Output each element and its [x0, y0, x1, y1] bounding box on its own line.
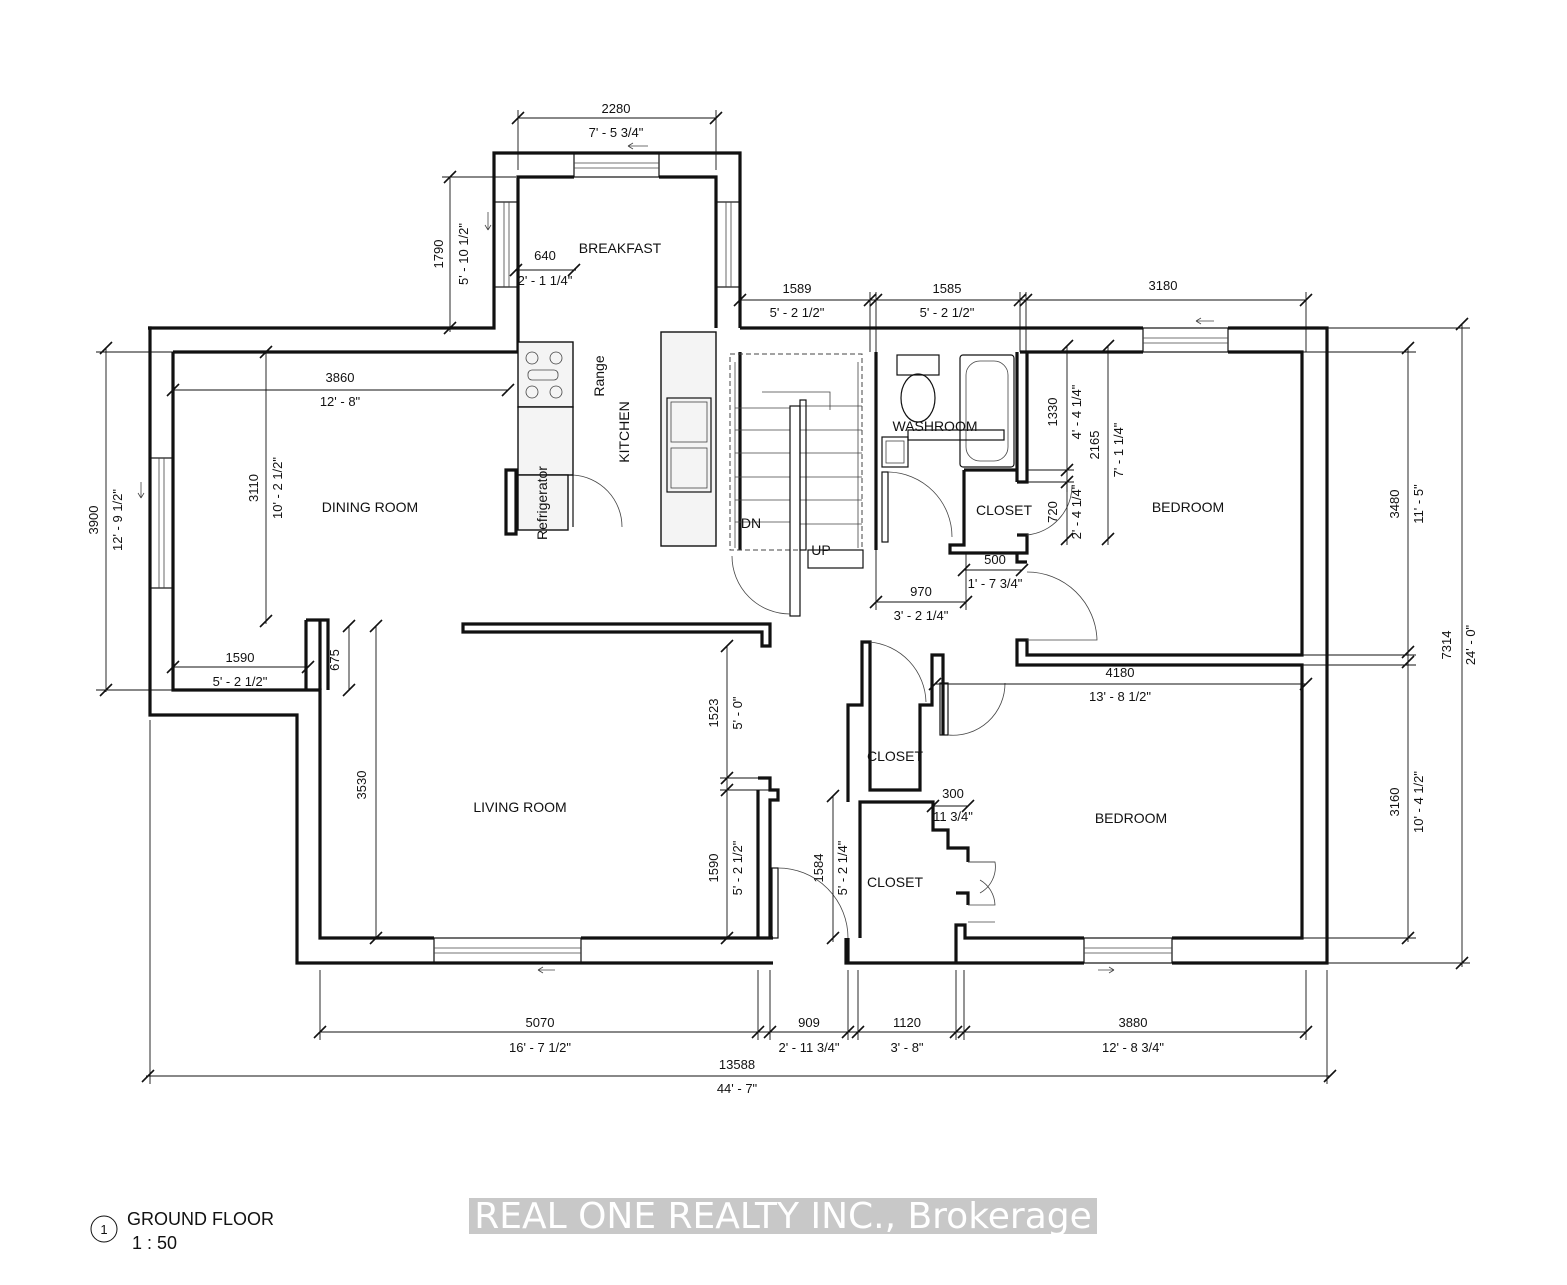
dim-bedroom-upper2-mm: 2165: [1087, 431, 1102, 460]
drawing-title: GROUND FLOOR: [127, 1209, 274, 1229]
dim-hall-mm: 970: [910, 584, 932, 599]
dim-living-lower-mm: 1590: [706, 854, 721, 883]
range-unit: [517, 341, 574, 408]
room-label-kitchen: KITCHEN: [616, 401, 632, 462]
room-label-washroom: WASHROOM: [892, 418, 977, 434]
dim-overall-left-ft: 12' - 9 1/2": [110, 489, 125, 551]
dimension-lines: [96, 110, 1470, 1084]
dim-closet-width-ft: 3' - 8": [890, 1040, 923, 1055]
drawing-scale: 1 : 50: [132, 1233, 177, 1253]
fixture-label-refrigerator: Refrigerator: [534, 466, 550, 540]
dim-washroom-ft: 5' - 2 1/2": [920, 305, 975, 320]
dim-living-width-ft: 16' - 7 1/2": [509, 1040, 571, 1055]
counter-unit: [517, 406, 574, 476]
stair-label-down: DN: [741, 515, 761, 531]
dim-hall-width-ft: 2' - 11 3/4": [778, 1040, 839, 1055]
dim-kitchen-inset-mm: 640: [534, 248, 556, 263]
kitchen-fixtures: [517, 331, 717, 547]
dim-bedroom-upper-mm: 1330: [1045, 398, 1060, 427]
dim-kitchen-inset-ft: 2' - 1 1/4": [518, 273, 573, 288]
watermark-band: [469, 1198, 1097, 1234]
dim-stair-mm: 1589: [783, 281, 812, 296]
room-label-dining-room: DINING ROOM: [322, 499, 418, 515]
view-number: 1: [100, 1222, 107, 1237]
washroom-fixtures: [881, 354, 1098, 641]
dim-overall-width-ft: 44' - 7": [717, 1081, 758, 1096]
dim-total-depth-ft: 24' - 0": [1463, 624, 1478, 665]
title-block: 1 GROUND FLOOR 1 : 50: [90, 1209, 274, 1253]
room-label-living-room: LIVING ROOM: [473, 799, 566, 815]
dim-bedroom-lower-width-ft: 13' - 8 1/2": [1089, 689, 1151, 704]
dim-living-upper-mm: 1523: [706, 699, 721, 728]
dim-living-depth-mm: 3530: [354, 771, 369, 800]
stair-label-up: UP: [811, 542, 830, 558]
dim-closet-ft: 2' - 4 1/4": [1069, 484, 1084, 539]
stairs: [729, 353, 864, 617]
dim-overall-width-mm: 13588: [719, 1057, 755, 1072]
dim-closet-mm: 720: [1045, 501, 1060, 523]
fixture-label-range: Range: [591, 355, 607, 396]
room-label-closet-hall: CLOSET: [867, 748, 923, 764]
dim-closet-width-mm: 1120: [893, 1015, 921, 1030]
dim-bedroom-lower-width2-ft: 12' - 8 3/4": [1102, 1040, 1164, 1055]
dim-breakfast-width-ft: 7' - 5 3/4": [589, 125, 644, 140]
dim-living-lower-ft: 5' - 2 1/2": [730, 840, 745, 895]
dim-closet-inset-mm: 300: [942, 786, 964, 801]
dim-dining-depth-mm: 3110: [246, 474, 261, 502]
refrigerator-unit: [517, 474, 569, 531]
door-swings: [771, 641, 1006, 939]
dim-bedroom-lower-depth-mm: 3160: [1387, 788, 1402, 817]
watermark: REAL ONE REALTY INC., Brokerage: [469, 1196, 1097, 1237]
dim-breakfast-depth-ft: 5' - 10 1/2": [456, 223, 471, 285]
room-label-bedroom-lower: BEDROOM: [1095, 810, 1167, 826]
dim-dining-width-mm: 3860: [326, 370, 355, 385]
room-label-bedroom-upper: BEDROOM: [1152, 499, 1224, 515]
dim-door-mm: 500: [984, 552, 1006, 567]
dim-breakfast-width-mm: 2280: [602, 101, 631, 116]
dim-bedroom-upper2-ft: 7' - 1 1/4": [1111, 422, 1126, 477]
room-label-breakfast: BREAKFAST: [579, 240, 662, 256]
dim-bedroom-lower-width2-mm: 3880: [1119, 1015, 1148, 1030]
dim-dining-bottom-ft: 5' - 2 1/2": [213, 674, 268, 689]
sink-counter: [660, 331, 717, 547]
dim-hall-ft: 3' - 2 1/4": [894, 608, 949, 623]
dim-living-upper-ft: 5' - 0": [730, 696, 745, 729]
dim-closet-lower-mm: 1584: [811, 854, 826, 883]
dim-breakfast-depth-mm: 1790: [431, 240, 446, 269]
dim-hall-width-mm: 909: [798, 1015, 820, 1030]
dim-bedroom-upper-ft: 4' - 4 1/4": [1069, 384, 1084, 439]
dim-overall-left-mm: 3900: [86, 506, 101, 535]
dim-dining-depth-ft: 10' - 2 1/2": [270, 457, 285, 519]
dim-dining-width-ft: 12' - 8": [320, 394, 361, 409]
dim-bedroom-top-mm: 3180: [1149, 278, 1178, 293]
dim-bedroom-lower-width-mm: 4180: [1106, 665, 1135, 680]
dim-door-ft: 1' - 7 3/4": [968, 576, 1023, 591]
dim-closet-lower-ft: 5' - 2 1/4": [835, 840, 850, 895]
dim-stair-ft: 5' - 2 1/2": [770, 305, 825, 320]
walls: [148, 151, 1329, 965]
dim-dining-bottom-mm: 1590: [226, 650, 255, 665]
dimension-labels: 2280 7' - 5 3/4" 1790 5' - 10 1/2" 640 2…: [86, 101, 1478, 1096]
dim-step-mm: 675: [327, 649, 342, 671]
view-number-circle: [90, 1215, 118, 1243]
dim-living-width-mm: 5070: [526, 1015, 555, 1030]
room-labels: BREAKFAST KITCHEN DINING ROOM LIVING ROO…: [322, 240, 1224, 890]
windows: [137, 142, 1229, 974]
dim-washroom-mm: 1585: [933, 281, 962, 296]
watermark-text: REAL ONE REALTY INC., Brokerage: [474, 1196, 1092, 1237]
room-label-closet-lower: CLOSET: [867, 874, 923, 890]
room-label-closet-washroom: CLOSET: [976, 502, 1032, 518]
dim-total-depth-mm: 7314: [1439, 631, 1454, 660]
dim-bedroom-lower-depth-ft: 10' - 4 1/2": [1411, 771, 1426, 833]
dim-closet-inset-ft: 11 3/4": [933, 809, 973, 824]
fixture-labels: Range Refrigerator DN UP: [534, 355, 831, 558]
dim-bedroom-right-mm: 3480: [1387, 490, 1402, 519]
dim-bedroom-right-ft: 11' - 5": [1411, 484, 1426, 524]
